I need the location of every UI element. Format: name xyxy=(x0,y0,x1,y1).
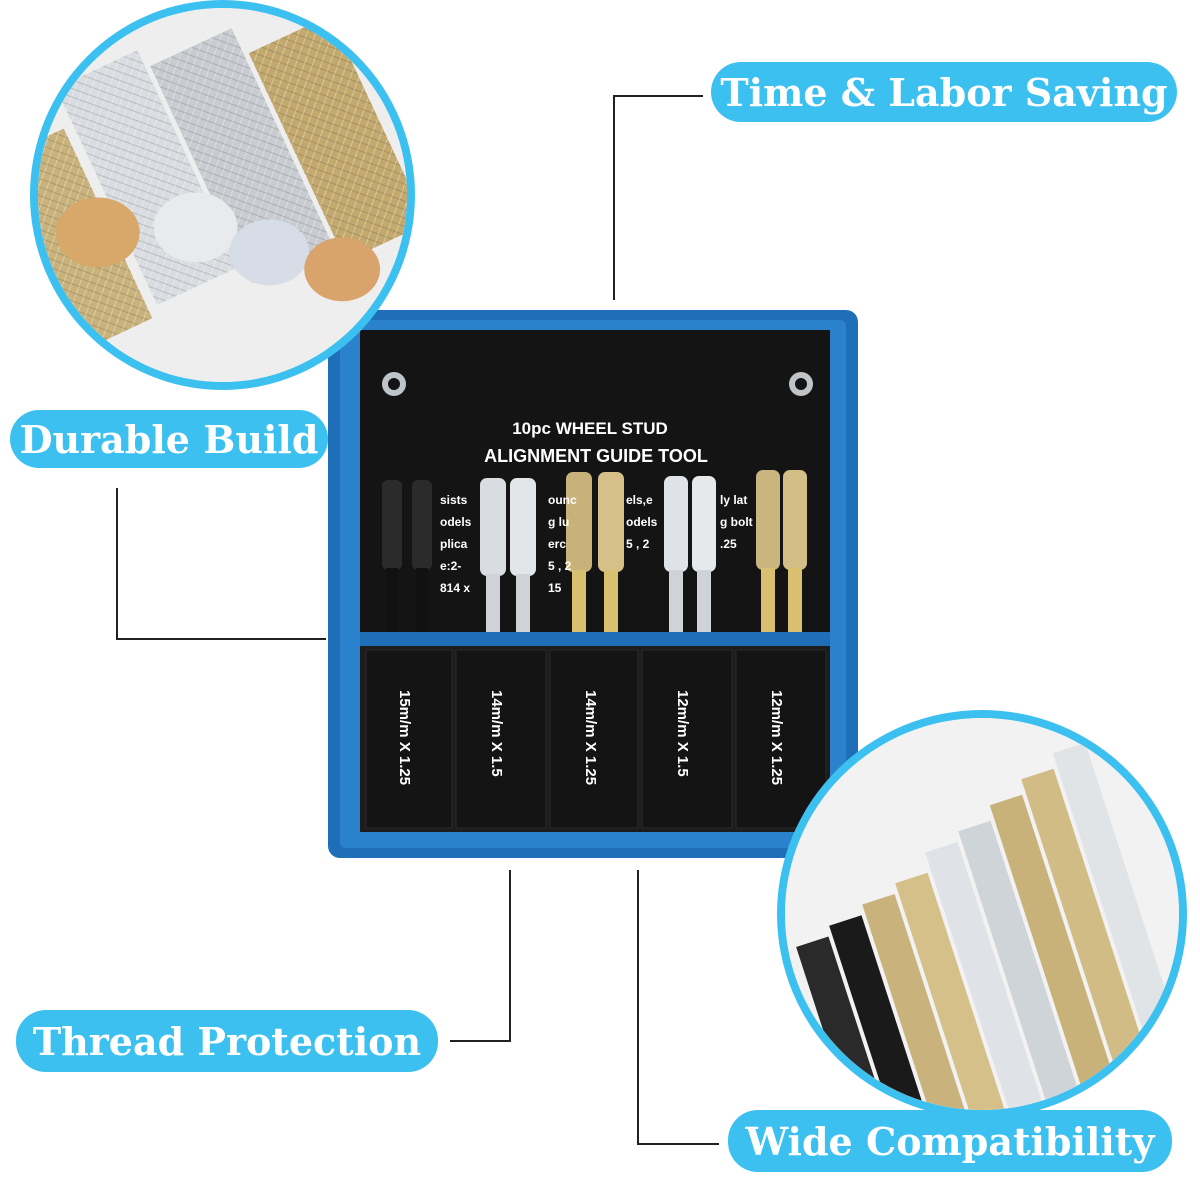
thread-protection-badge: Thread Protection xyxy=(16,1010,438,1072)
svg-text:els,e: els,e xyxy=(626,493,653,507)
svg-text:g lu: g lu xyxy=(548,515,569,529)
connector-line xyxy=(613,95,703,97)
connector-line xyxy=(450,1040,511,1042)
svg-text:e:2-: e:2- xyxy=(440,559,461,573)
svg-text:ly lat: ly lat xyxy=(720,493,747,507)
connector-line xyxy=(613,95,615,300)
threaded-pins-closeup xyxy=(777,710,1187,1118)
pouch-description-text: sists ounc els,e ly lat odels g lu plica… xyxy=(440,493,753,595)
pouch-title-line1: 10pc WHEEL STUD xyxy=(512,419,668,438)
connector-line xyxy=(116,638,326,640)
tool-pouch-image: 10pc WHEEL STUD ALIGNMENT GUIDE TOOL sis… xyxy=(328,310,858,858)
connector-line xyxy=(509,870,511,1042)
connector-line xyxy=(637,1143,719,1145)
svg-text:5 , 2: 5 , 2 xyxy=(548,559,572,573)
svg-text:g bolt: g bolt xyxy=(720,515,753,529)
pocket-label-3: 14m/m X 1.25 xyxy=(582,690,599,785)
durable-build-label: Durable Build xyxy=(19,416,319,462)
svg-text:odels: odels xyxy=(440,515,472,529)
pocket-label-4: 12m/m X 1.5 xyxy=(674,690,691,777)
svg-text:.25: .25 xyxy=(720,537,737,551)
time-labor-saving-label: Time & Labor Saving xyxy=(720,69,1168,115)
pocket-label-2: 14m/m X 1.5 xyxy=(488,690,505,777)
pocket-label-5: 12m/m X 1.25 xyxy=(768,690,785,785)
svg-text:5 , 2: 5 , 2 xyxy=(626,537,650,551)
wide-compatibility-label: Wide Compatibility xyxy=(745,1118,1155,1164)
svg-text:erc: erc xyxy=(548,537,566,551)
connector-line xyxy=(116,488,118,640)
svg-text:odels: odels xyxy=(626,515,658,529)
svg-text:ounc: ounc xyxy=(548,493,577,507)
wide-compatibility-badge: Wide Compatibility xyxy=(728,1110,1172,1172)
svg-text:sists: sists xyxy=(440,493,468,507)
alignment-pins xyxy=(382,470,807,634)
svg-text:15: 15 xyxy=(548,581,562,595)
svg-text:plica: plica xyxy=(440,537,468,551)
time-labor-saving-badge: Time & Labor Saving xyxy=(711,62,1177,122)
pocket-label-1: 15m/m X 1.25 xyxy=(396,690,413,785)
svg-text:814 x: 814 x xyxy=(440,581,470,595)
durable-build-badge: Durable Build xyxy=(10,410,328,468)
connector-line xyxy=(637,870,639,1145)
thread-protection-label: Thread Protection xyxy=(32,1018,422,1064)
pockets xyxy=(360,632,830,832)
pouch-title-line2: ALIGNMENT GUIDE TOOL xyxy=(484,446,708,466)
knurled-tips-closeup xyxy=(30,0,415,390)
